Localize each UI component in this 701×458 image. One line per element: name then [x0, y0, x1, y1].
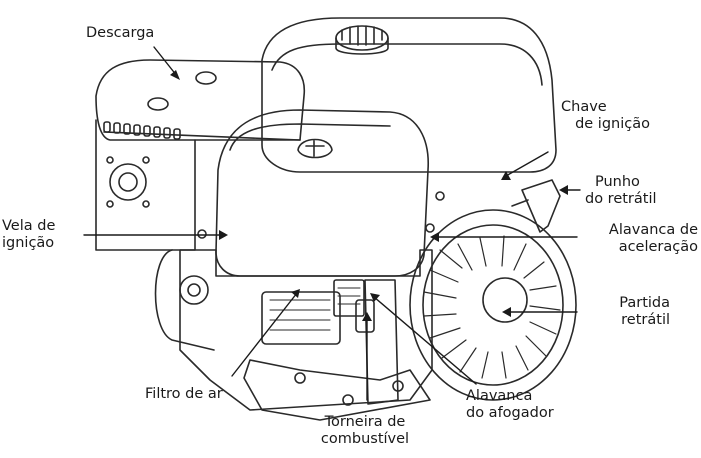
leader-descarga: [153, 46, 180, 80]
label-punho-do-retratil: Punho do retrátil: [585, 174, 657, 208]
label-punho-line2: do retrátil: [585, 191, 657, 207]
leader-aceleracao: [430, 232, 578, 242]
fuel-tank-ridge: [271, 43, 543, 86]
leader-partida: [502, 307, 578, 317]
exhaust-port: [109, 163, 147, 201]
carburetor: [261, 291, 341, 345]
fuel-cap: [335, 25, 389, 51]
leader-torneira: [362, 312, 372, 401]
filter-logo: [297, 138, 333, 159]
label-afogador-line2: do afogador: [466, 405, 554, 421]
label-descarga: Descarga: [86, 25, 154, 42]
muffler-vents: [103, 121, 181, 140]
label-descarga-text: Descarga: [86, 25, 155, 41]
label-chave-line2: de ignição: [575, 116, 650, 132]
crank-shaft: [179, 275, 209, 305]
label-punho-line1: Punho: [595, 174, 640, 190]
engine-block: [179, 249, 433, 411]
label-filtro-de-ar: Filtro de ar: [145, 386, 223, 403]
label-afogador-line1: Alavanca: [466, 388, 533, 404]
label-torneira-de-combustivel: Torneira de combustível: [300, 414, 430, 448]
leader-afogador: [370, 293, 477, 385]
mounting-base: [243, 359, 431, 421]
air-filter-housing: [215, 109, 429, 277]
label-vela-line2: ignição: [2, 235, 55, 251]
leader-filtro: [231, 289, 300, 377]
label-torneira-line2: combustível: [320, 431, 410, 447]
label-alavanca-de-aceleracao: Alavanca de aceleração: [580, 222, 698, 256]
label-partida-retratil: Partida retrátil: [580, 295, 670, 329]
leader-chave: [501, 151, 549, 180]
fuel-tank: [261, 17, 557, 173]
starter-handle: [521, 179, 561, 233]
muffler: [95, 59, 306, 141]
leader-punho: [559, 185, 581, 195]
label-alavanca-do-afogador: Alavanca do afogador: [466, 388, 554, 422]
label-aceleracao-line2: aceleração: [618, 239, 698, 255]
label-vela-line1: Vela de: [2, 218, 56, 234]
label-chave-de-ignicao: Chave de ignição: [540, 99, 650, 133]
recoil-starter: [409, 209, 577, 401]
label-vela-de-ignicao: Vela de ignição: [2, 218, 55, 252]
label-chave-line1: Chave: [561, 99, 607, 115]
label-torneira-line1: Torneira de: [324, 414, 406, 430]
fuel-cock: [355, 299, 375, 333]
label-aceleracao-line1: Alavanca de: [608, 222, 698, 238]
label-filtro-text: Filtro de ar: [145, 386, 223, 402]
leader-vela: [83, 230, 228, 240]
label-partida-line1: Partida: [619, 295, 670, 311]
starter-vents: [423, 235, 561, 379]
label-partida-line2: retrátil: [621, 312, 670, 328]
